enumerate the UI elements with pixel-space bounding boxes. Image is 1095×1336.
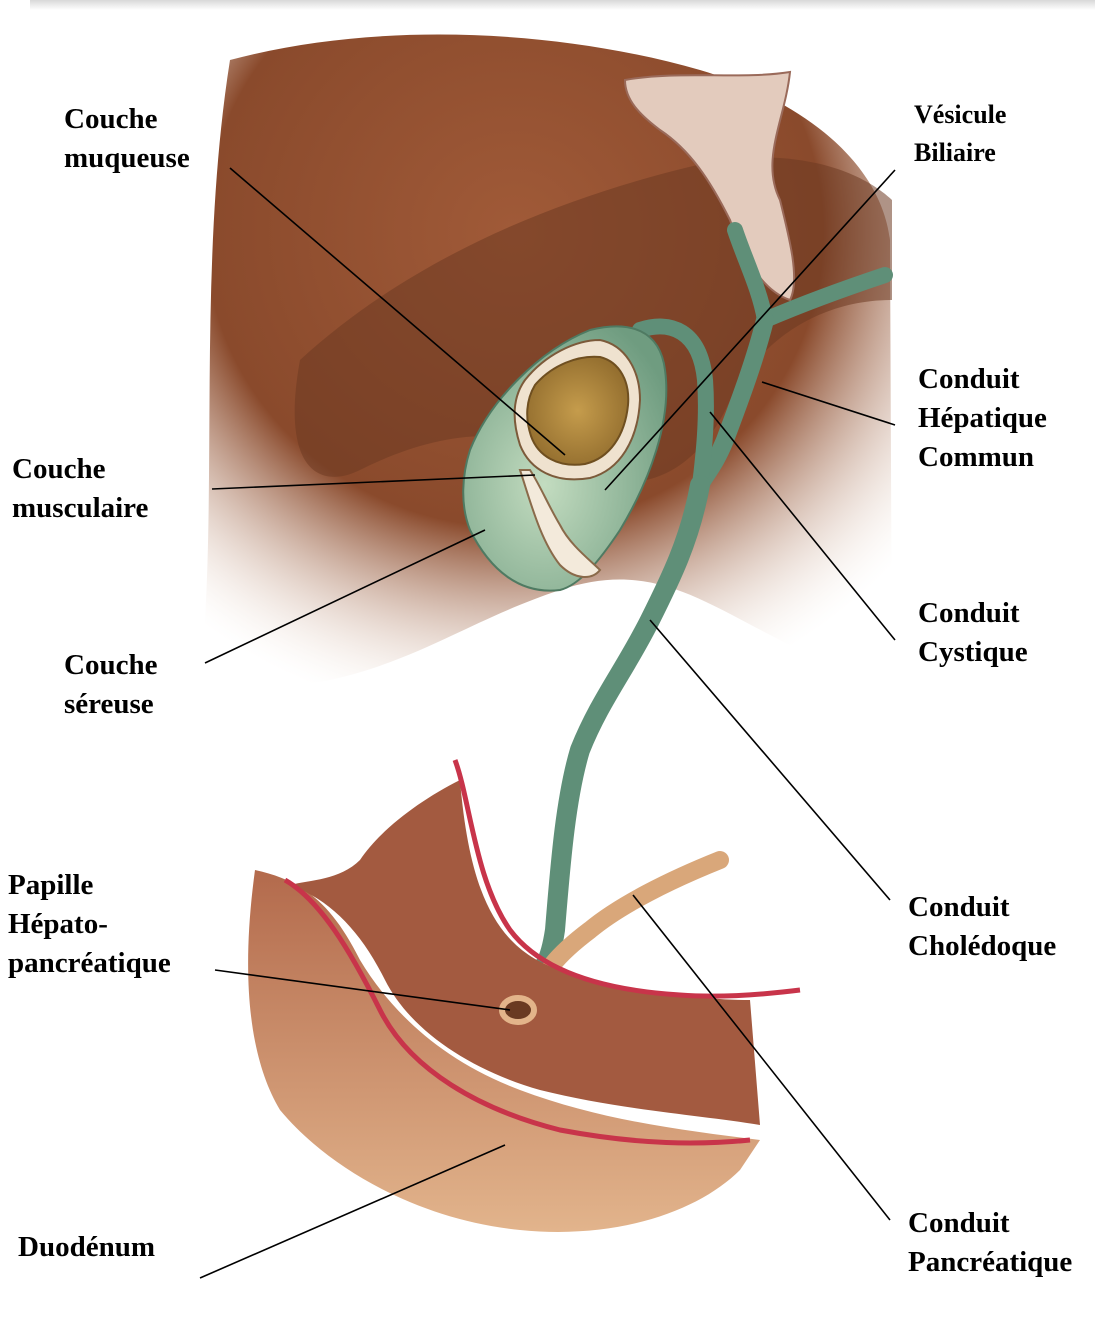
label-line: Couche [12,450,148,489]
label-papille-hepato-pancreatique: Papille Hépato- pancréatique [8,866,171,983]
label-line: Pancréatique [908,1243,1072,1282]
label-line: musculaire [12,489,148,528]
label-line: Duodénum [18,1228,155,1267]
label-conduit-cystique: Conduit Cystique [918,594,1028,672]
label-line: Conduit [908,1204,1072,1243]
label-line: Papille [8,866,171,905]
label-line: Conduit [918,594,1028,633]
label-line: Conduit [908,888,1056,927]
pancreatic-duct [552,860,720,965]
label-couche-muqueuse: Couche muqueuse [64,100,190,178]
label-line: Biliaire [914,134,1006,172]
label-vesicule-biliaire: Vésicule Biliaire [914,96,1006,172]
label-line: Hépato- [8,905,171,944]
label-line: Couche [64,100,190,139]
label-line: pancréatique [8,944,171,983]
label-conduit-hepatique-commun: Conduit Hépatique Commun [918,360,1047,477]
label-line: Hépatique [918,399,1047,438]
label-conduit-pancreatique: Conduit Pancréatique [908,1204,1072,1282]
label-couche-sereuse: Couche séreuse [64,646,157,724]
label-line: Cholédoque [908,927,1056,966]
label-line: séreuse [64,685,157,724]
label-couche-musculaire: Couche musculaire [12,450,148,528]
label-conduit-choledoque: Conduit Cholédoque [908,888,1056,966]
label-duodenum: Duodénum [18,1228,155,1267]
label-line: Conduit [918,360,1047,399]
label-line: muqueuse [64,139,190,178]
label-line: Vésicule [914,96,1006,134]
label-line: Cystique [918,633,1028,672]
duodenum [248,760,800,1232]
label-line: Couche [64,646,157,685]
label-line: Commun [918,438,1047,477]
